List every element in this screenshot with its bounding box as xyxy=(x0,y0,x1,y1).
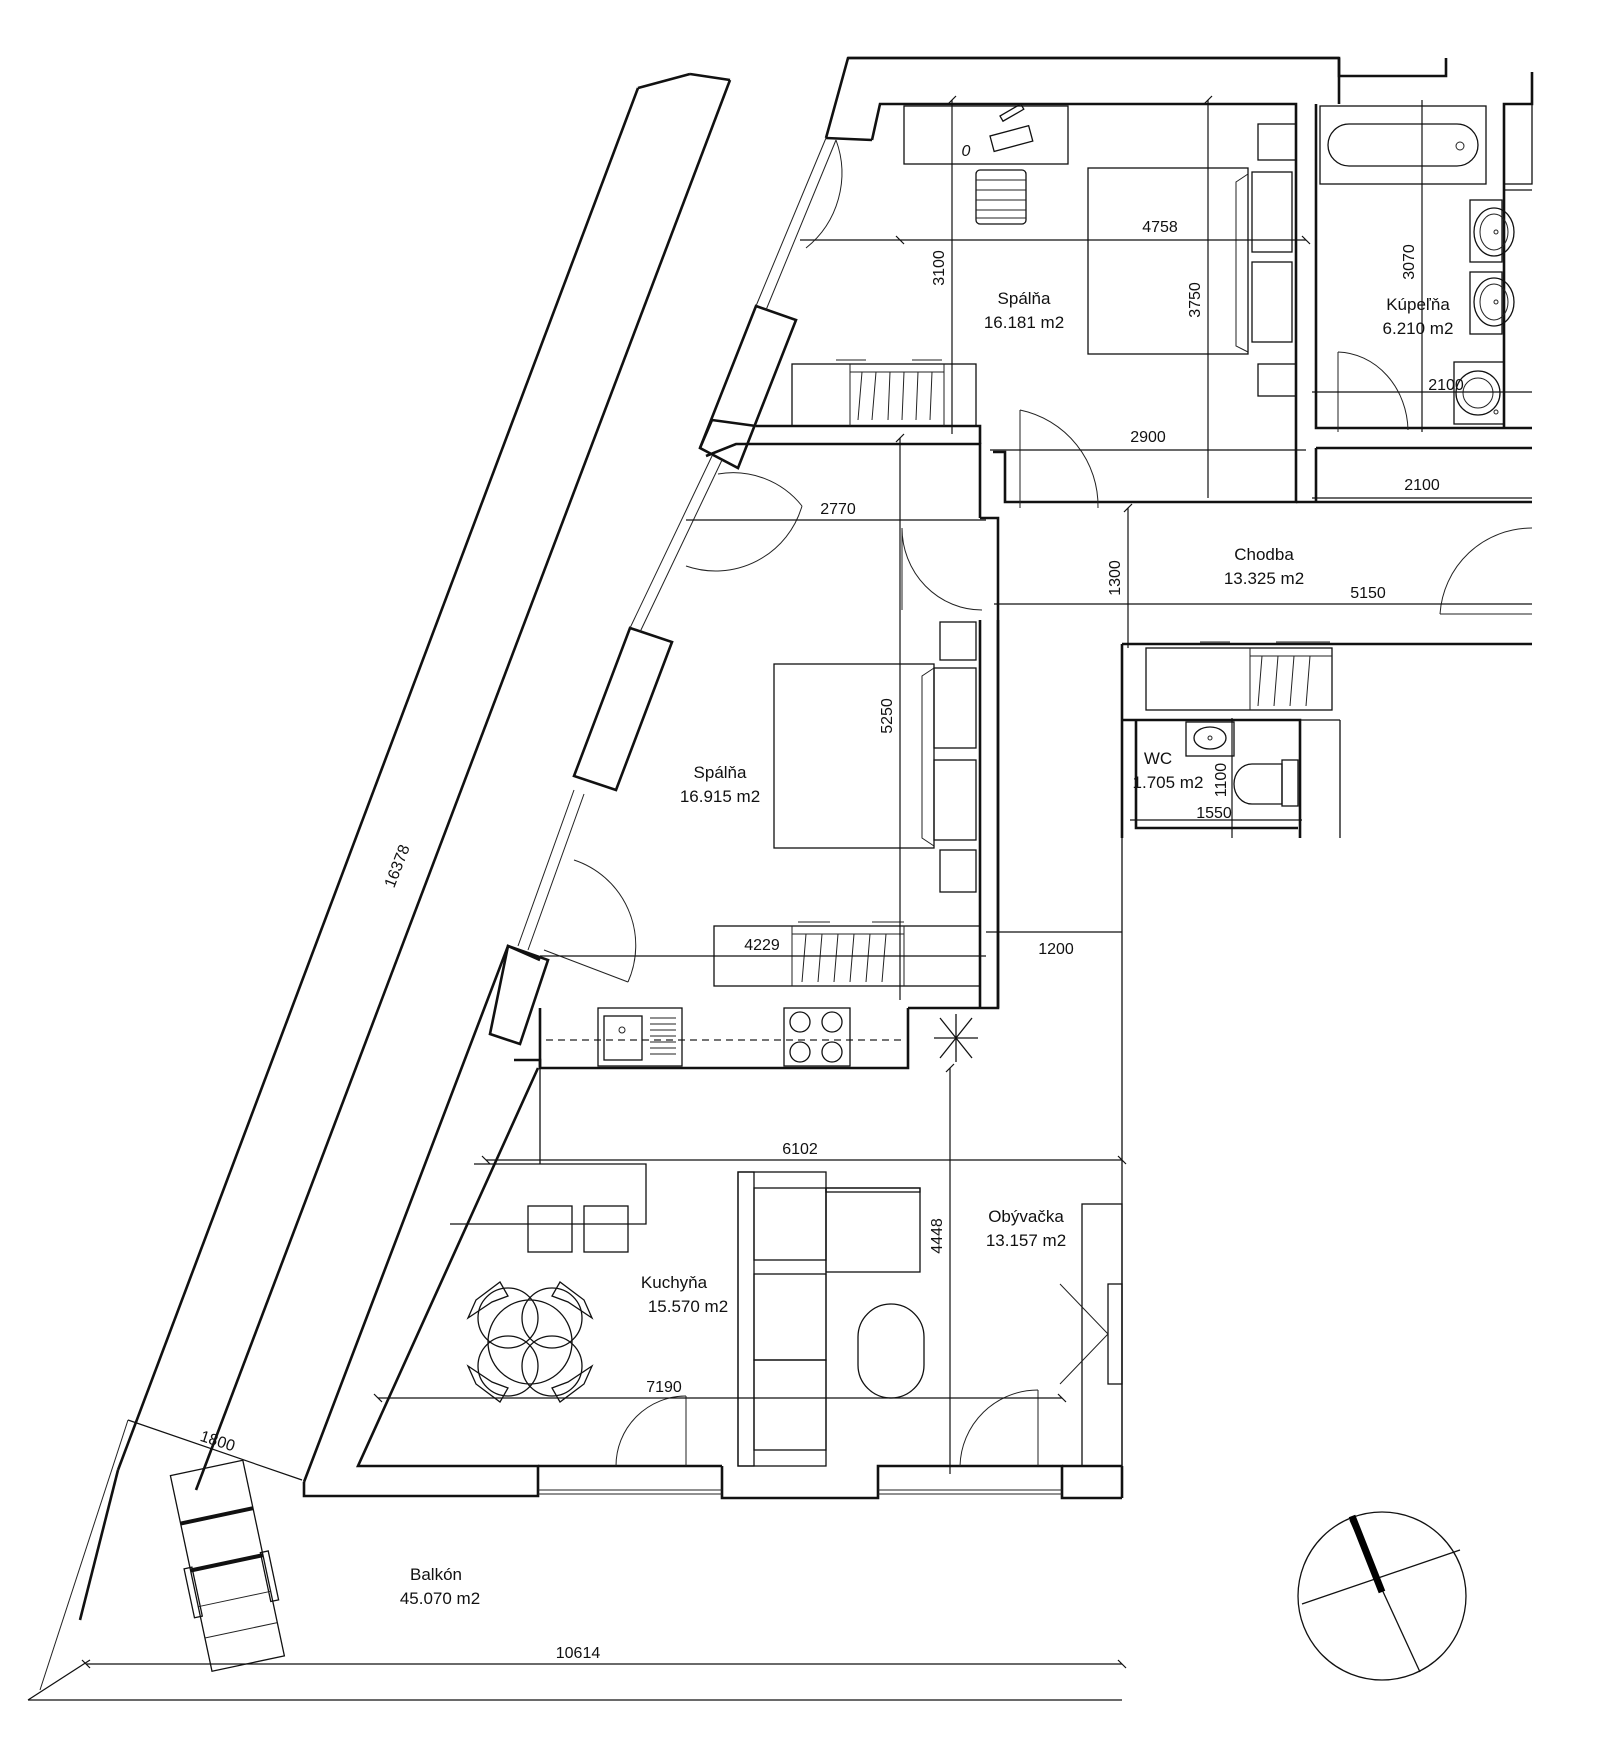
room-name-spalna-2: Spálňa xyxy=(694,763,747,782)
room-name-obyvacka: Obývačka xyxy=(988,1207,1064,1226)
room-area-spalna-2: 16.915 m2 xyxy=(680,787,760,806)
room-name-chodba: Chodba xyxy=(1234,545,1294,564)
bathtub-icon xyxy=(1319,105,1487,185)
room-area-kuchyna: 15.570 m2 xyxy=(648,1297,728,1316)
dim-wc-width: 1550 xyxy=(1196,805,1232,822)
dim-facade: 16378 xyxy=(382,842,414,890)
dimension-lines xyxy=(81,95,1532,1669)
room-area-wc: 1.705 m2 xyxy=(1133,773,1204,792)
room-area-balkon: 45.070 m2 xyxy=(400,1589,480,1608)
dim-passage: 1200 xyxy=(1038,941,1074,958)
cooktop-icon xyxy=(783,1007,851,1067)
bar-counter xyxy=(450,1068,647,1253)
room-area-obyvacka: 13.157 m2 xyxy=(986,1231,1066,1250)
washing-machine-icon xyxy=(1453,361,1505,425)
wardrobe-icon xyxy=(1145,641,1333,711)
dim-bed2-depth: 5250 xyxy=(879,698,896,734)
tv-unit-icon xyxy=(1059,1203,1123,1467)
sunlounger-icon xyxy=(169,1459,286,1673)
dim-bath-lower: 2100 xyxy=(1404,477,1440,494)
dim-bath-depth: 3070 xyxy=(1401,244,1418,280)
sink-icon xyxy=(1469,271,1515,335)
dim-living-width: 7190 xyxy=(646,1379,682,1396)
room-area-kupelna: 6.210 m2 xyxy=(1383,319,1454,338)
north-arrow-icon xyxy=(1297,1511,1467,1681)
fridge-snowflake-icon xyxy=(934,1014,978,1062)
dim-bed2-top: 2770 xyxy=(820,501,856,518)
wc-sink-icon xyxy=(1185,721,1235,757)
room-labels: Spálňa 16.181 m2 Kúpeľňa 6.210 m2 Chodba… xyxy=(400,289,1454,1608)
dim-bed1-width: 4758 xyxy=(1142,219,1178,236)
dim-balcony-length: 10614 xyxy=(556,1645,601,1662)
dim-living-depth: 4448 xyxy=(929,1218,946,1254)
dim-bed1-door: 2900 xyxy=(1130,429,1166,446)
dim-corridor-depth: 1300 xyxy=(1107,560,1124,596)
dining-table-icon xyxy=(466,1281,594,1403)
bed-icon xyxy=(773,621,977,893)
wardrobe-icon xyxy=(791,359,977,427)
dim-bath-width: 2100 xyxy=(1428,377,1464,394)
dim-bed1-height: 3750 xyxy=(1187,282,1204,318)
room-name-kupelna: Kúpeľňa xyxy=(1386,295,1450,314)
coffee-table-icon xyxy=(857,1303,925,1399)
desk-mark: 0 xyxy=(962,143,971,160)
wardrobe-icon xyxy=(713,921,981,987)
room-area-chodba: 13.325 m2 xyxy=(1224,569,1304,588)
doors xyxy=(543,139,1533,1467)
kitchen-counter xyxy=(546,1007,906,1067)
sofa-icon xyxy=(737,1171,921,1467)
walls xyxy=(27,56,1534,1701)
room-name-kuchyna: Kuchyňa xyxy=(641,1273,708,1292)
sink-icon xyxy=(1469,199,1515,263)
dim-bed2-bottom: 4229 xyxy=(744,937,780,954)
dim-bed1-depth: 3100 xyxy=(931,250,948,286)
toilet-icon xyxy=(1233,759,1299,807)
furniture xyxy=(169,103,1533,1681)
room-name-balkon: Balkón xyxy=(410,1565,462,1584)
bed-icon xyxy=(1087,123,1297,397)
dim-corridor-length: 5150 xyxy=(1350,585,1386,602)
dim-wc-depth: 1100 xyxy=(1213,763,1230,798)
chair-icon xyxy=(975,169,1027,225)
room-name-spalna-1: Spálňa xyxy=(998,289,1051,308)
room-area-spalna-1: 16.181 m2 xyxy=(984,313,1064,332)
room-name-wc: WC xyxy=(1144,749,1172,768)
dimension-labels: 4758 3100 3750 2900 3070 2100 2100 1300 … xyxy=(198,143,1464,1662)
dim-kitchen-top: 6102 xyxy=(782,1141,818,1158)
